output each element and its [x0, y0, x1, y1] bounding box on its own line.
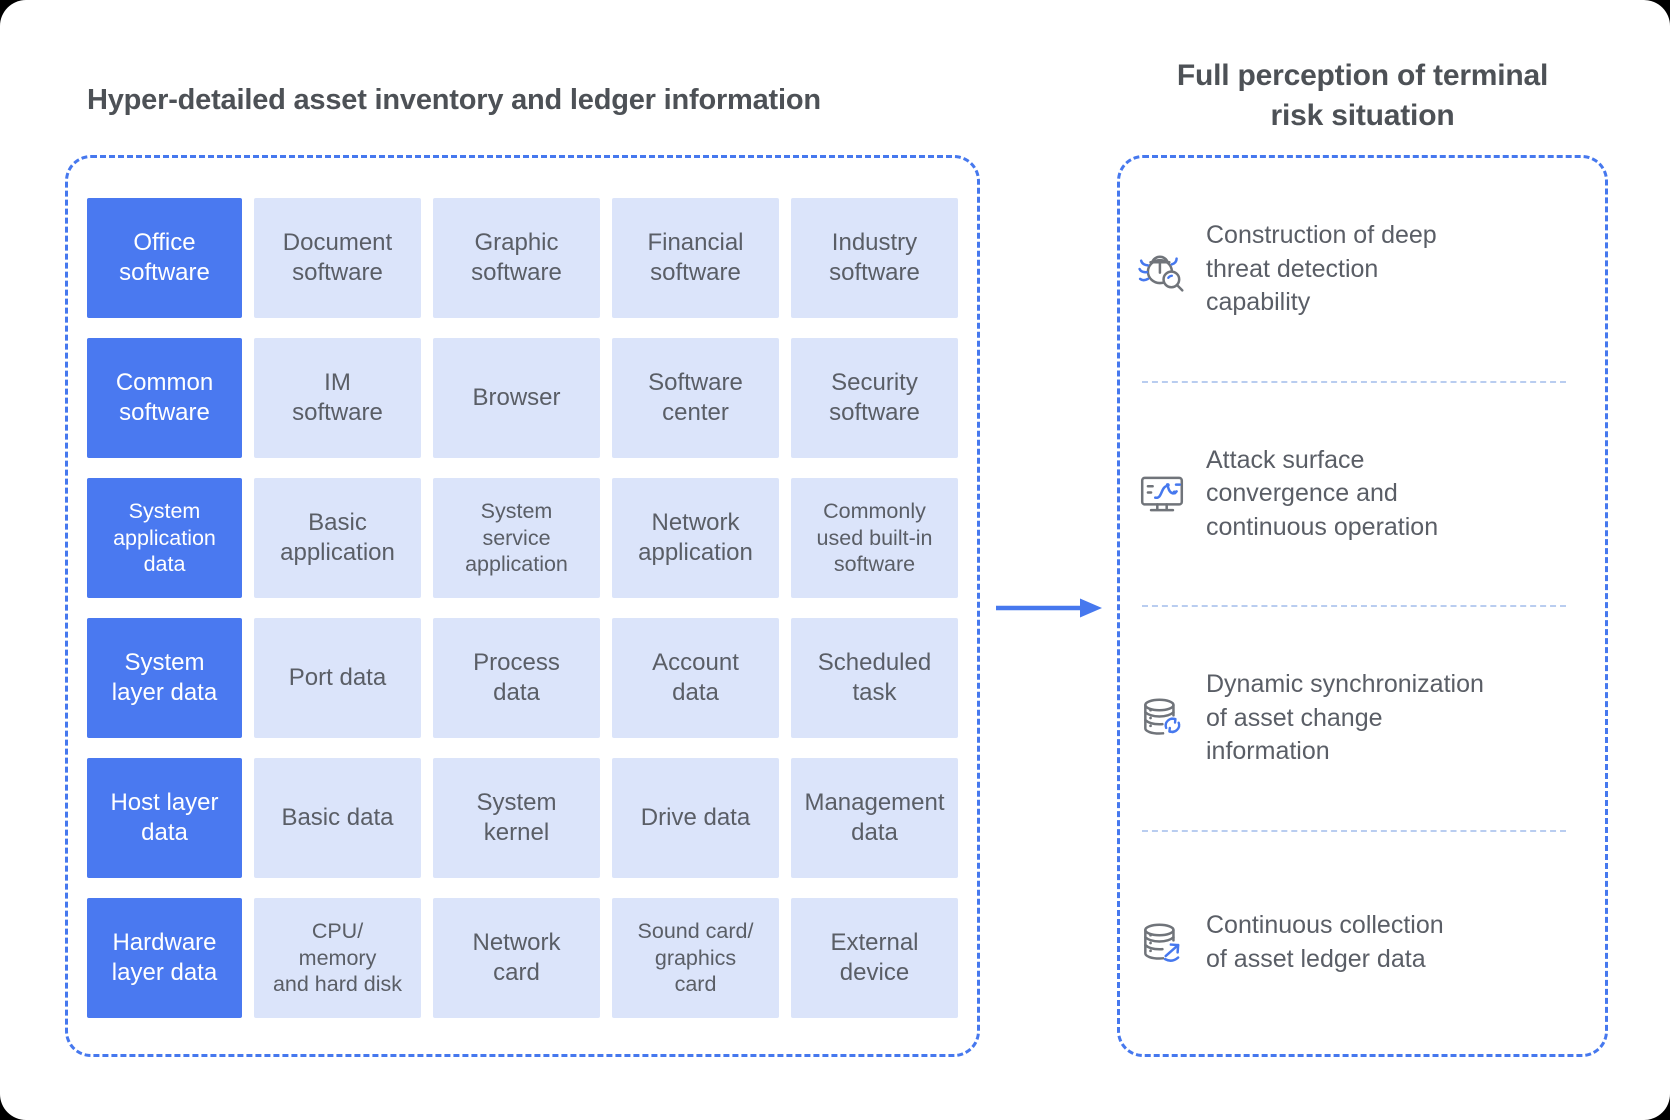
risk-item-label: Continuous collection of asset ledger da…: [1206, 911, 1444, 973]
grid-cell: Graphic software: [433, 198, 600, 318]
grid-row-header: Host layer data: [87, 758, 242, 878]
bug-search-icon: [1138, 255, 1184, 292]
grid-cell: Network card: [433, 898, 600, 1018]
risk-perception-panel: Construction of deep threat detection ca…: [1117, 155, 1608, 1057]
item-separator: [1142, 605, 1566, 607]
grid-cell: Network application: [612, 478, 779, 598]
grid-cell: Browser: [433, 338, 600, 458]
grid-cell: Process data: [433, 618, 600, 738]
grid-row-header: System application data: [87, 478, 242, 598]
risk-item: Continuous collection of asset ledger da…: [1120, 832, 1605, 1055]
item-separator: [1142, 380, 1566, 383]
asset-inventory-title: Hyper-detailed asset inventory and ledge…: [87, 84, 821, 116]
right-arrow-icon: [996, 598, 1102, 618]
database-sync-icon: [1144, 698, 1181, 736]
grid-cell: Basic application: [254, 478, 421, 598]
risk-item-label: Attack surface convergence and continuou…: [1206, 445, 1439, 541]
grid-cell: CPU/ memory and hard disk: [254, 898, 421, 1018]
grid-cell: System service application: [433, 478, 600, 598]
monitor-flow-icon: [1140, 476, 1184, 512]
grid-cell: System kernel: [433, 758, 600, 878]
grid-cell: Document software: [254, 198, 421, 318]
risk-item: Attack surface convergence and continuou…: [1120, 383, 1605, 606]
grid-cell: IM software: [254, 338, 421, 458]
grid-cell: Software center: [612, 338, 779, 458]
grid-row-header: Hardware layer data: [87, 898, 242, 1018]
grid-cell: Financial software: [612, 198, 779, 318]
grid-cell: Account data: [612, 618, 779, 738]
grid-cell: Port data: [254, 618, 421, 738]
grid-row-header: Common software: [87, 338, 242, 458]
grid-cell: Sound card/ graphics card: [612, 898, 779, 1018]
grid-cell: Basic data: [254, 758, 421, 878]
grid-cell: Security software: [791, 338, 958, 458]
grid-cell: Management data: [791, 758, 958, 878]
item-separator: [1142, 829, 1566, 832]
grid-cell: Drive data: [612, 758, 779, 878]
grid-row-header: System layer data: [87, 618, 242, 738]
risk-item: Dynamic synchronization of asset change …: [1120, 607, 1605, 830]
risk-perception-title: Full perception of terminal risk situati…: [1176, 59, 1549, 132]
database-upload-icon: [1144, 923, 1180, 962]
grid-row-header: Office software: [87, 198, 242, 318]
grid-cell: Commonly used built-in software: [791, 478, 958, 598]
grid-cell: External device: [791, 898, 958, 1018]
grid-cell: Industry software: [791, 198, 958, 318]
risk-item-label: Dynamic synchronization of asset change …: [1206, 670, 1484, 765]
risk-item-label: Construction of deep threat detection ca…: [1206, 221, 1437, 316]
risk-item: Construction of deep threat detection ca…: [1120, 158, 1605, 381]
grid-cell: Scheduled task: [791, 618, 958, 738]
